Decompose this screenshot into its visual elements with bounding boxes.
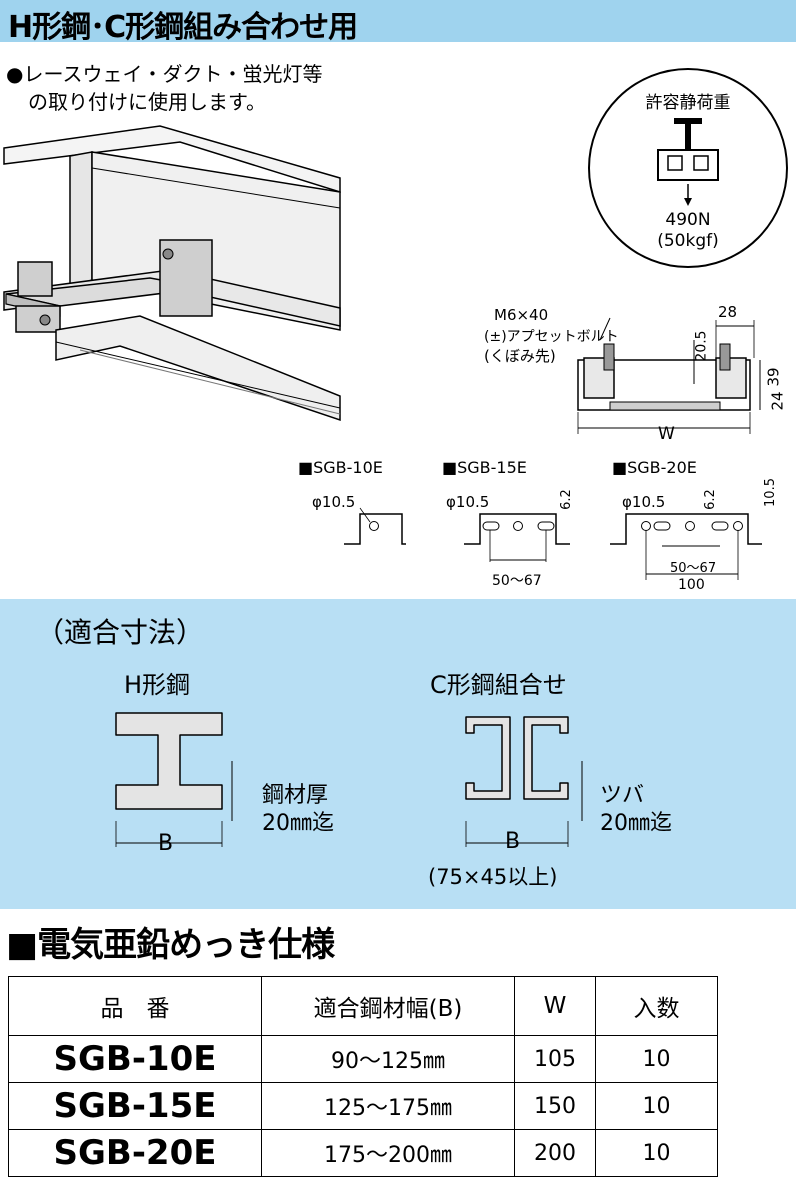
h-beam-shape <box>115 712 223 810</box>
bolt-label-2: (±)アプセットボルト <box>484 329 619 345</box>
hole-15e: φ10.5 <box>446 493 490 511</box>
cell-qty: 10 <box>595 1035 718 1083</box>
fit-title: （適合寸法） <box>36 616 205 649</box>
c-min-size: (75×45以上) <box>428 865 558 889</box>
cell-model: SGB-15E <box>8 1082 262 1130</box>
load-rating-circle: 許容静荷重 490N (50kgf) <box>588 68 788 268</box>
cell-width: 90～125㎜ <box>261 1035 515 1083</box>
table-header-row: 品 番 適合鋼材幅(B) W 入数 <box>8 976 718 1036</box>
c-b-label: B <box>505 829 521 854</box>
fit-dimensions-panel: （適合寸法） H形鋼 C形鋼組合せ 鋼材厚 20㎜迄 B ツバ 20㎜迄 B (… <box>0 599 796 909</box>
cell-qty: 10 <box>595 1129 718 1177</box>
table-row: SGB-15E 125～175㎜ 150 10 <box>8 1082 718 1130</box>
intro-text: ●レースウェイ・ダクト・蛍光灯等 の取り付けに使用します。 <box>6 60 322 116</box>
spec-title: ■電気亜鉛めっき仕様 <box>6 925 335 965</box>
span-20e: 50～67 <box>670 561 717 576</box>
cell-qty: 10 <box>595 1082 718 1130</box>
cell-width: 125～175㎜ <box>261 1082 515 1130</box>
product-illustration <box>3 125 341 422</box>
span-15e: 50～67 <box>492 573 542 589</box>
spec-table: 品 番 適合鋼材幅(B) W 入数 SGB-10E 90～125㎜ 105 10… <box>8 976 718 1177</box>
model-name-10e: ■SGB-10E <box>298 458 383 477</box>
table-row: SGB-10E 90～125㎜ 105 10 <box>8 1035 718 1083</box>
bolt-label-1: M6×40 <box>494 306 549 324</box>
h-b-label: B <box>158 831 174 856</box>
cell-model: SGB-10E <box>8 1035 262 1083</box>
c-note-2: 20㎜迄 <box>600 811 672 836</box>
c-beam-dims <box>465 761 583 847</box>
page-title: H形鋼･C形鋼組み合わせ用 <box>8 10 358 45</box>
load-title: 許容静荷重 <box>645 93 731 113</box>
load-kgf: (50kgf) <box>657 231 719 251</box>
cell-model: SGB-20E <box>8 1129 262 1177</box>
h-note-1: 鋼材厚 <box>262 783 329 808</box>
header-w: W <box>514 976 596 1036</box>
table-row: SGB-20E 175～200㎜ 200 10 <box>8 1129 718 1177</box>
model-name-15e: ■SGB-15E <box>442 458 527 477</box>
intro-line-2: の取り付けに使用します。 <box>28 90 266 114</box>
bolt-label-3: (くぼみ先) <box>484 347 556 365</box>
dim-28: 28 <box>718 303 738 321</box>
model-name-20e: ■SGB-20E <box>612 458 697 477</box>
h-beam-dims <box>115 761 233 847</box>
hole-20e: φ10.5 <box>622 493 666 511</box>
h-note-2: 20㎜迄 <box>262 811 334 836</box>
title-bar: H形鋼･C形鋼組み合わせ用 <box>0 0 796 45</box>
cell-w: 105 <box>514 1035 596 1083</box>
h-beam-label: H形鋼 <box>124 671 191 699</box>
header-qty: 入数 <box>595 976 718 1036</box>
c-beam-shape <box>465 716 569 800</box>
header-width: 適合鋼材幅(B) <box>261 976 515 1036</box>
cell-w: 200 <box>514 1129 596 1177</box>
hole-10e: φ10.5 <box>312 493 356 511</box>
cell-w: 150 <box>514 1082 596 1130</box>
total-20e: 100 <box>678 577 705 593</box>
model-drawings <box>344 507 762 580</box>
cell-width: 175～200㎜ <box>261 1129 515 1177</box>
load-value: 490N <box>665 210 711 230</box>
intro-line-1: ●レースウェイ・ダクト・蛍光灯等 <box>6 62 323 86</box>
dim-w: W <box>658 424 675 444</box>
c-note-1: ツバ <box>600 783 645 808</box>
c-beam-label: C形鋼組合せ <box>430 671 567 699</box>
bracket-dimension-drawing <box>577 317 761 434</box>
header-model: 品 番 <box>8 976 262 1036</box>
load-diagram <box>657 118 719 206</box>
